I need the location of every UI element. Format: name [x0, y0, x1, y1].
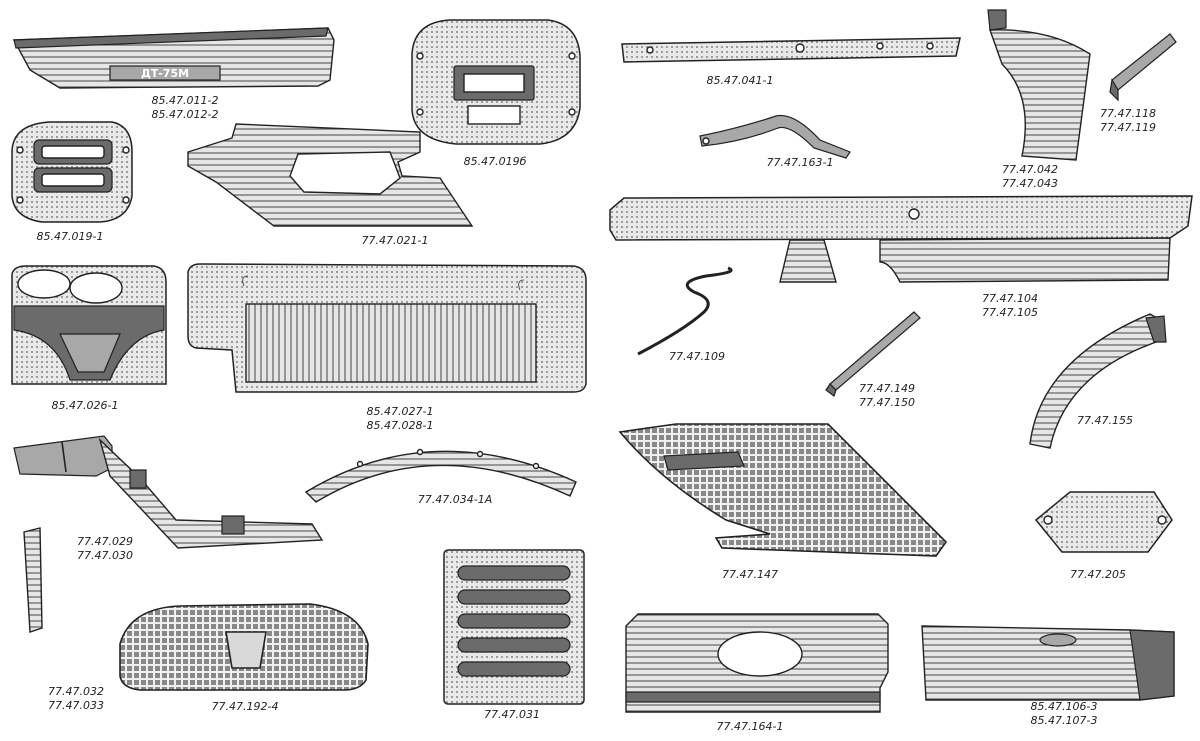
- part-curved-fender: 77.47.042 77.47.043: [987, 9, 1091, 190]
- part-front-frame-large: 85.47.019б: [411, 19, 581, 168]
- part-cover-plate: 77.47.205: [1034, 491, 1173, 581]
- part-label: 77.47.163-1: [767, 156, 834, 169]
- part-grille-panel: 85.47.027-1 85.47.028-1: [187, 263, 587, 432]
- part-label: 85.47.012-2: [152, 108, 219, 121]
- part-bracket-bent: 77.47.029 77.47.030: [13, 435, 324, 562]
- part-vertical-strip: 77.47.032 77.47.033: [23, 527, 104, 712]
- part-long-beam: 77.47.104 77.47.105: [609, 195, 1193, 319]
- part-label: 77.47.032: [48, 685, 104, 698]
- part-label: 85.47.019б: [464, 155, 527, 168]
- part-label: 77.47.150: [859, 396, 915, 409]
- part-label: 77.47.043: [1002, 177, 1058, 190]
- part-front-frame-small: 85.47.019-1: [11, 121, 133, 243]
- part-label: 77.47.109: [669, 350, 725, 363]
- part-label: 77.47.147: [722, 568, 778, 581]
- part-bottom-panel-hole: 77.47.164-1: [625, 613, 889, 733]
- part-label: 77.47.205: [1070, 568, 1126, 581]
- part-label: 85.47.107-3: [1031, 714, 1098, 727]
- part-hood-dt75m: ДТ-75М 85.47.011-2 85.47.012-2: [12, 27, 335, 121]
- part-label: 77.47.031: [484, 708, 540, 721]
- part-label: 85.47.011-2: [152, 94, 219, 107]
- part-label: 77.47.119: [1100, 121, 1156, 134]
- part-top-strip: 85.47.041-1: [621, 37, 961, 87]
- part-small-bracket: 77.47.118 77.47.119: [1100, 33, 1177, 134]
- part-side-panel-ribbed: 77.47.021-1: [187, 123, 474, 247]
- emblem-text: ДТ-75М: [141, 67, 189, 80]
- part-label: 85.47.106-3: [1031, 700, 1098, 713]
- part-label: 77.47.021-1: [362, 234, 429, 247]
- part-arc-strip: 77.47.034-1А: [304, 448, 577, 506]
- part-front-panel: 85.47.026-1: [11, 265, 167, 412]
- part-label: 77.47.105: [982, 306, 1038, 319]
- part-label: 77.47.118: [1100, 107, 1156, 120]
- part-angle-strip: 77.47.149 77.47.150: [825, 311, 921, 409]
- part-label: 85.47.041-1: [707, 74, 774, 87]
- part-front-grille-emblem: 77.47.192-4: [119, 603, 369, 713]
- part-label: 85.47.019-1: [37, 230, 104, 243]
- part-label: 77.47.034-1А: [418, 493, 492, 506]
- part-label: 77.47.104: [982, 292, 1038, 305]
- part-label: 77.47.149: [859, 382, 915, 395]
- part-curved-rail: 77.47.155: [1029, 313, 1167, 449]
- part-label: 77.47.164-1: [717, 720, 784, 733]
- part-label: 77.47.029: [77, 535, 133, 548]
- part-grid-side-panel: 77.47.147: [618, 423, 948, 581]
- part-label: 77.47.192-4: [212, 700, 279, 713]
- part-wire-rod: 77.47.109: [637, 266, 733, 363]
- part-label: 77.47.155: [1077, 414, 1133, 427]
- part-label: 77.47.033: [48, 699, 104, 712]
- part-label: 85.47.028-1: [367, 419, 434, 432]
- part-label: 77.47.042: [1002, 163, 1058, 176]
- part-bottom-long-panel: 85.47.106-3 85.47.107-3: [921, 625, 1175, 727]
- part-label: 85.47.027-1: [367, 405, 434, 418]
- part-label: 77.47.030: [77, 549, 133, 562]
- part-label: 85.47.026-1: [52, 399, 119, 412]
- part-louver-panel: 77.47.031: [443, 549, 585, 721]
- part-lever: 77.47.163-1: [699, 114, 851, 169]
